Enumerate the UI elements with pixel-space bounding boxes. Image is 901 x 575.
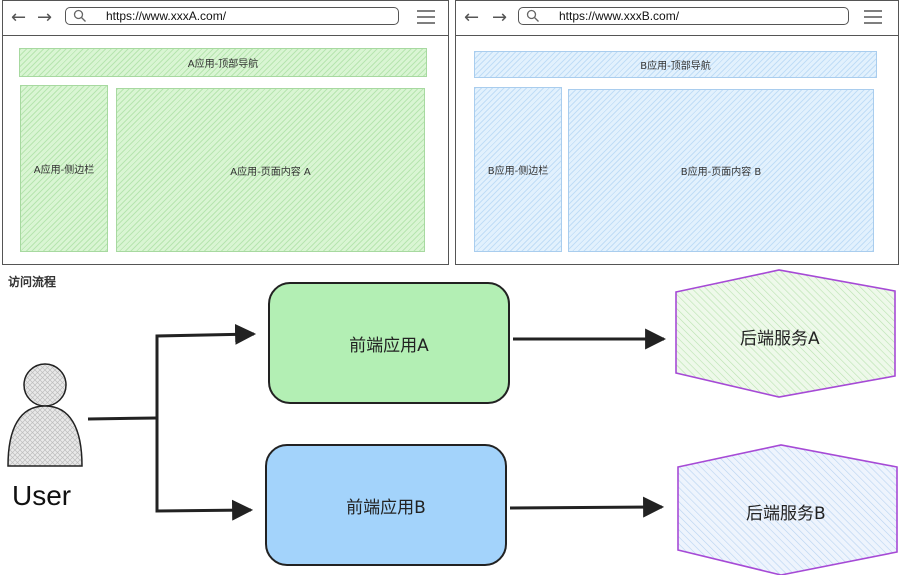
url-text-b: https://www.xxxB.com/ [559, 9, 680, 23]
right-arrow-icon[interactable]: → [37, 7, 53, 28]
url-bar-a[interactable]: https://www.xxxA.com/ [65, 7, 399, 25]
hamburger-menu-icon[interactable] [415, 9, 437, 25]
b-sidebar: B应用-侧边栏 [474, 87, 562, 252]
user-avatar-icon [7, 363, 83, 467]
hamburger-menu-icon[interactable] [862, 9, 884, 25]
browser-toolbar-a: ← → https://www.xxxA.com/ [3, 1, 448, 36]
search-icon [526, 9, 539, 22]
backend-b-label: 后端服务B [746, 504, 826, 524]
right-arrow-icon[interactable]: → [492, 7, 508, 28]
b-page-content: B应用-页面内容 B [568, 89, 874, 252]
browser-window-b: ← → https://www.xxxB.com/ B应用-顶部导航 B应用-侧… [455, 0, 899, 265]
branch-to-frontend-b-arrow [155, 418, 254, 521]
backend-b-hexagon [677, 444, 898, 575]
search-icon [73, 9, 86, 22]
user-to-branch-line [87, 416, 158, 421]
frontend-app-b-node: 前端应用B [265, 444, 507, 566]
frontend-app-a-node: 前端应用A [268, 282, 510, 404]
browser-window-a: ← → https://www.xxxA.com/ A应用-顶部导航 A应用-侧… [2, 0, 449, 265]
flow-title: 访问流程 [8, 275, 57, 289]
browser-toolbar-b: ← → https://www.xxxB.com/ [456, 1, 898, 36]
url-text-a: https://www.xxxA.com/ [106, 9, 227, 23]
backend-a-hexagon [675, 269, 896, 398]
user-label: User [12, 480, 72, 511]
a-page-content: A应用-页面内容 A [116, 88, 425, 252]
backend-a-label: 后端服务A [740, 329, 820, 349]
branch-to-frontend-a-arrow [155, 323, 257, 418]
b-top-nav: B应用-顶部导航 [474, 51, 877, 78]
frontend-b-to-backend-b-arrow [509, 496, 665, 518]
a-top-nav: A应用-顶部导航 [19, 48, 427, 77]
left-arrow-icon[interactable]: ← [464, 7, 480, 28]
left-arrow-icon[interactable]: ← [11, 7, 27, 28]
a-sidebar: A应用-侧边栏 [20, 85, 108, 252]
url-bar-b[interactable]: https://www.xxxB.com/ [518, 7, 849, 25]
